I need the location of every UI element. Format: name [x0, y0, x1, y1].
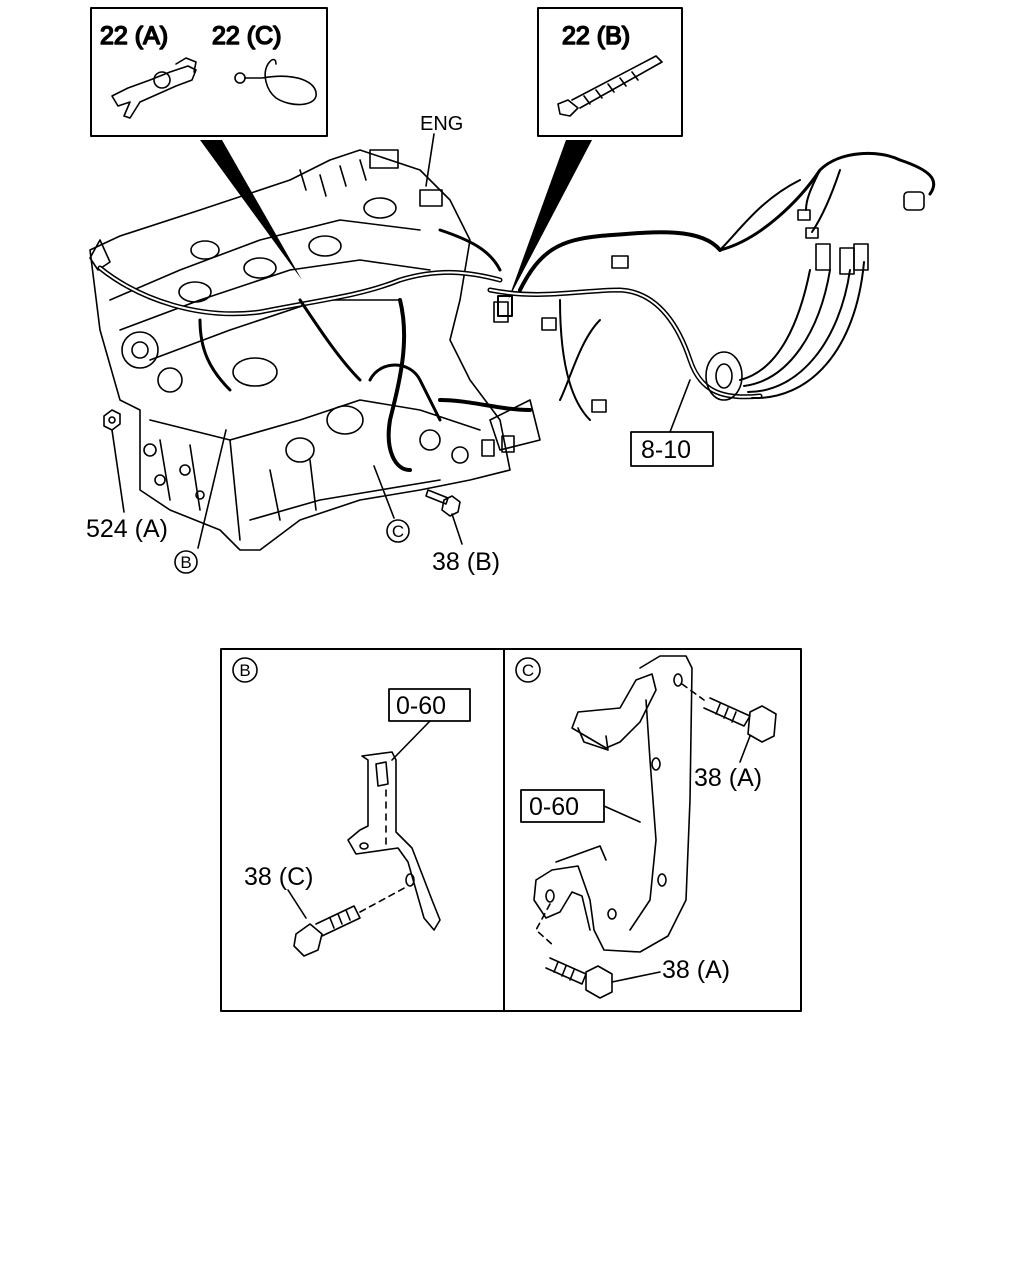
clip-c-icon	[234, 58, 317, 106]
inset-label-22a: 22 (A)	[100, 22, 168, 50]
inset-clamps: 22 (A) 22 (C)	[90, 7, 328, 137]
leader-c	[373, 465, 395, 519]
harness-ref-label: 8-10	[641, 436, 691, 464]
ref-box-8-10	[630, 431, 714, 467]
detail-c-lower-bolt-leader	[611, 971, 661, 983]
callout-c-circle	[386, 519, 410, 543]
detail-c-leader	[603, 805, 641, 823]
leader-8-10	[669, 379, 691, 433]
inset-label-22c: 22 (C)	[212, 22, 281, 50]
inset-label-22b: 22 (B)	[562, 22, 630, 50]
clamp-a-icon	[111, 57, 197, 119]
detail-c-marker-circle	[515, 657, 541, 683]
pointer-wedge-right	[508, 140, 592, 300]
detail-c-upper-bolt-leader	[739, 735, 751, 763]
leader-38b	[451, 513, 463, 545]
nut-524a-icon	[103, 409, 121, 431]
bolt-38a-lower-label: 38 (A)	[662, 956, 730, 984]
bolt-38b-label: 38 (B)	[432, 548, 500, 576]
cable-tie-icon	[557, 55, 663, 117]
wiring-harness	[97, 151, 936, 472]
bolt-38c-label: 38 (C)	[244, 863, 313, 891]
bolt-38a-upper-label: 38 (A)	[694, 764, 762, 792]
inset-tie: 22 (B)	[537, 7, 683, 137]
detail-b-bolt-leader	[287, 889, 307, 919]
bracket-c-drawing	[533, 655, 693, 953]
detail-b-ref-label: 0-60	[396, 692, 446, 720]
bracket-b-drawing	[347, 751, 441, 931]
bolt-38b-icon	[425, 489, 461, 517]
bolt-38a-lower-icon	[535, 903, 613, 999]
detail-c-marker: C	[522, 661, 534, 680]
detail-panel-frame	[220, 648, 802, 1012]
leader-eng	[425, 133, 435, 187]
detail-b-marker: B	[239, 661, 250, 680]
leader-b	[197, 429, 227, 549]
detail-b-marker-circle	[232, 657, 258, 683]
callout-b-circle	[174, 550, 198, 574]
engine-label: ENG	[420, 113, 463, 135]
detail-b-leader	[391, 720, 431, 761]
nut-524a-label: 524 (A)	[86, 515, 168, 543]
callout-b-letter: B	[180, 553, 191, 572]
bolt-38c-icon	[293, 885, 409, 957]
bolt-38a-upper-icon	[681, 683, 777, 743]
engine-block-drawing	[89, 149, 511, 551]
leader-524a	[111, 429, 125, 513]
detail-c-ref-label: 0-60	[529, 793, 579, 821]
pointer-wedge-left	[200, 140, 302, 280]
callout-c-letter: C	[392, 522, 404, 541]
